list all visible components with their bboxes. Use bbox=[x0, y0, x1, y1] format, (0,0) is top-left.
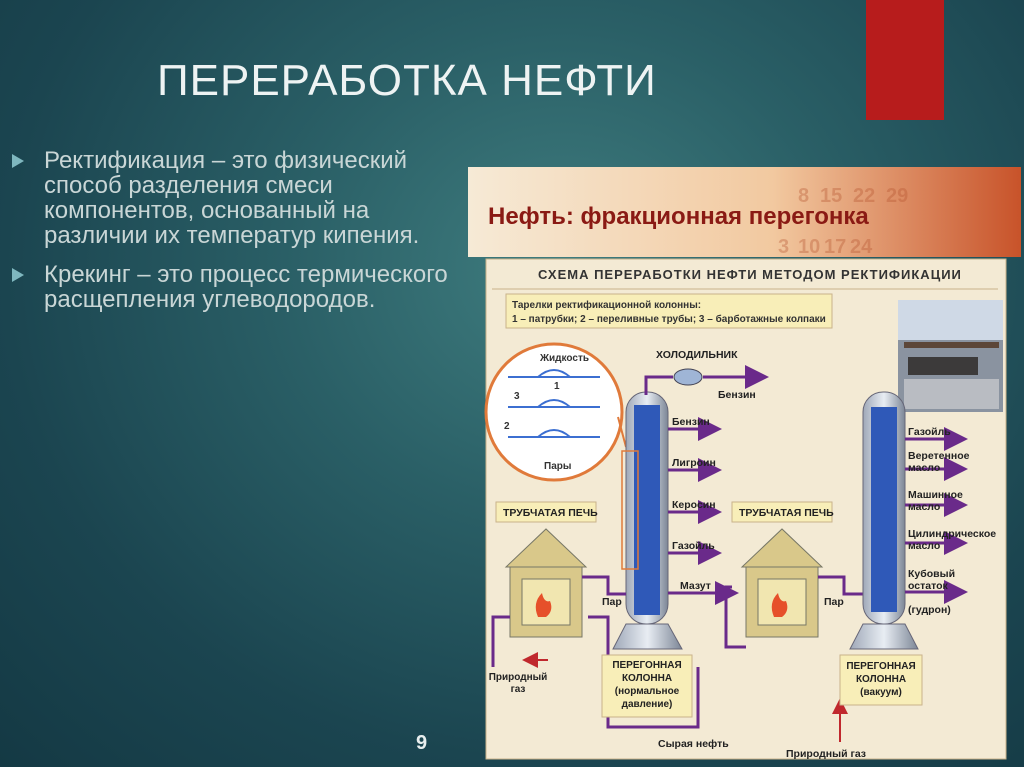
crude-oil-label: Сырая нефть bbox=[658, 738, 729, 750]
column-2-output-line2: масло bbox=[908, 540, 940, 552]
bullet-arrow-icon bbox=[12, 154, 24, 168]
column-1-label: (нормальное bbox=[615, 686, 680, 697]
column-2-output-line1: Цилиндрическое bbox=[908, 528, 996, 540]
furnace-1-label: ТРУБЧАТАЯ ПЕЧЬ bbox=[503, 507, 598, 519]
bg-number: 15 bbox=[820, 185, 842, 207]
page-title: ПЕРЕРАБОТКА НЕФТИ bbox=[157, 56, 657, 105]
steam-label-2: Пар bbox=[824, 596, 844, 608]
furnace-2-label-box bbox=[731, 501, 833, 523]
inset-liquid-label: Жидкость bbox=[539, 353, 589, 364]
furnace-1-pipes bbox=[491, 575, 700, 729]
bg-number: 10 bbox=[798, 236, 820, 258]
background-calendar-numbers: 8 15 22 29 3 10 17 24 bbox=[778, 185, 908, 258]
furnace-1 bbox=[504, 528, 588, 638]
furnace-2-label: ТРУБЧАТАЯ ПЕЧЬ bbox=[739, 507, 834, 519]
column-1-output: Керосин bbox=[672, 499, 716, 511]
bg-number: 17 bbox=[824, 236, 846, 258]
column-2-label: (вакуум) bbox=[860, 687, 902, 698]
figure-header-title: Нефть: фракционная перегонка bbox=[488, 203, 869, 230]
page-number: 9 bbox=[416, 732, 428, 754]
column-2-output-line1: Веретенное bbox=[908, 450, 970, 462]
plates-inset-drawing bbox=[508, 369, 600, 438]
natural-gas-label-2: Природный газ bbox=[786, 748, 866, 760]
natural-gas-label-1b: газ bbox=[511, 684, 526, 695]
refinery-photo-sky bbox=[898, 300, 1003, 340]
bullet-list: Ректификация – это физический способ раз… bbox=[12, 148, 462, 326]
column-1-label: ПЕРЕГОННАЯ bbox=[612, 660, 681, 671]
column-1-label: КОЛОННА bbox=[622, 673, 672, 684]
refinery-photo-ground bbox=[904, 379, 999, 409]
bg-number: 22 bbox=[853, 185, 875, 207]
furnace-2 bbox=[740, 528, 824, 638]
column-2-label-box bbox=[839, 654, 923, 706]
steam-label-1: Пар bbox=[602, 596, 622, 608]
plates-title: Тарелки ректификационной колонны: bbox=[512, 299, 701, 311]
plates-legend-box bbox=[505, 293, 833, 329]
furnace-1-label-box bbox=[495, 501, 597, 523]
natural-gas-label-1: Природный bbox=[489, 672, 548, 683]
scheme-title: СХЕМА ПЕРЕРАБОТКИ НЕФТИ МЕТОДОМ РЕКТИФИК… bbox=[538, 267, 962, 282]
column-2-output-line1: Кубовый bbox=[908, 568, 955, 580]
bullet-item: Ректификация – это физический способ раз… bbox=[12, 148, 462, 248]
distillation-column-2 bbox=[849, 391, 919, 650]
distillation-column-1 bbox=[612, 391, 683, 650]
bg-number: 3 bbox=[778, 236, 789, 258]
column-2-output: (гудрон) bbox=[908, 604, 951, 616]
column-1-output: Бензин bbox=[672, 416, 710, 428]
column-1-label: давление) bbox=[622, 699, 673, 710]
bg-number: 24 bbox=[850, 236, 873, 258]
column-1-output: Газойль bbox=[672, 540, 715, 552]
figure-header-band bbox=[468, 167, 1021, 257]
refinery-photo-tanks bbox=[908, 357, 978, 375]
condenser-icon bbox=[673, 368, 703, 386]
bullet-text: Ректификация – это физический способ раз… bbox=[44, 147, 420, 249]
column-2-pipes bbox=[905, 427, 968, 604]
inset-number: 2 bbox=[504, 421, 510, 432]
refinery-photo-pipes bbox=[904, 342, 999, 348]
column-2-label: КОЛОННА bbox=[856, 674, 906, 685]
bg-number: 29 bbox=[886, 185, 908, 207]
inset-number: 3 bbox=[514, 391, 520, 402]
oil-distillation-figure: 8 15 22 29 3 10 17 24 Нефть: фракционная… bbox=[468, 167, 1021, 760]
inset-number: 1 bbox=[554, 381, 560, 392]
column-1-output: Лигроин bbox=[672, 457, 716, 469]
column-1-output: Мазут bbox=[680, 580, 711, 592]
column-1-output: Бензин bbox=[718, 389, 756, 401]
fire-icon bbox=[771, 593, 788, 617]
plates-inset-circle bbox=[484, 342, 624, 482]
column-1-label-box bbox=[601, 654, 693, 718]
inset-pointer bbox=[617, 416, 627, 448]
bullet-text: Крекинг – это процесс термического расще… bbox=[44, 261, 448, 313]
column-2-output-line2: масло bbox=[908, 462, 940, 474]
red-accent-bar bbox=[866, 0, 944, 120]
column-2-label: ПЕРЕГОННАЯ bbox=[846, 661, 915, 672]
condenser-label: ХОЛОДИЛЬНИК bbox=[656, 349, 738, 361]
inset-vapors-label: Пары bbox=[544, 461, 571, 472]
bg-number: 8 bbox=[798, 185, 809, 207]
furnace-2-pipes bbox=[724, 575, 863, 649]
fire-icon bbox=[535, 593, 552, 617]
column-2-output-line2: масло bbox=[908, 501, 940, 513]
column-2-output-line1: Машинное bbox=[908, 489, 963, 501]
bullet-arrow-icon bbox=[12, 268, 24, 282]
plates-legend: 1 – патрубки; 2 – переливные трубы; 3 – … bbox=[512, 313, 826, 325]
bullet-item: Крекинг – это процесс термического расще… bbox=[12, 262, 462, 312]
column-1-pipes bbox=[644, 365, 769, 605]
column-2-output-line2: остаток bbox=[908, 580, 949, 592]
column-2-output: Газойль bbox=[908, 426, 951, 438]
